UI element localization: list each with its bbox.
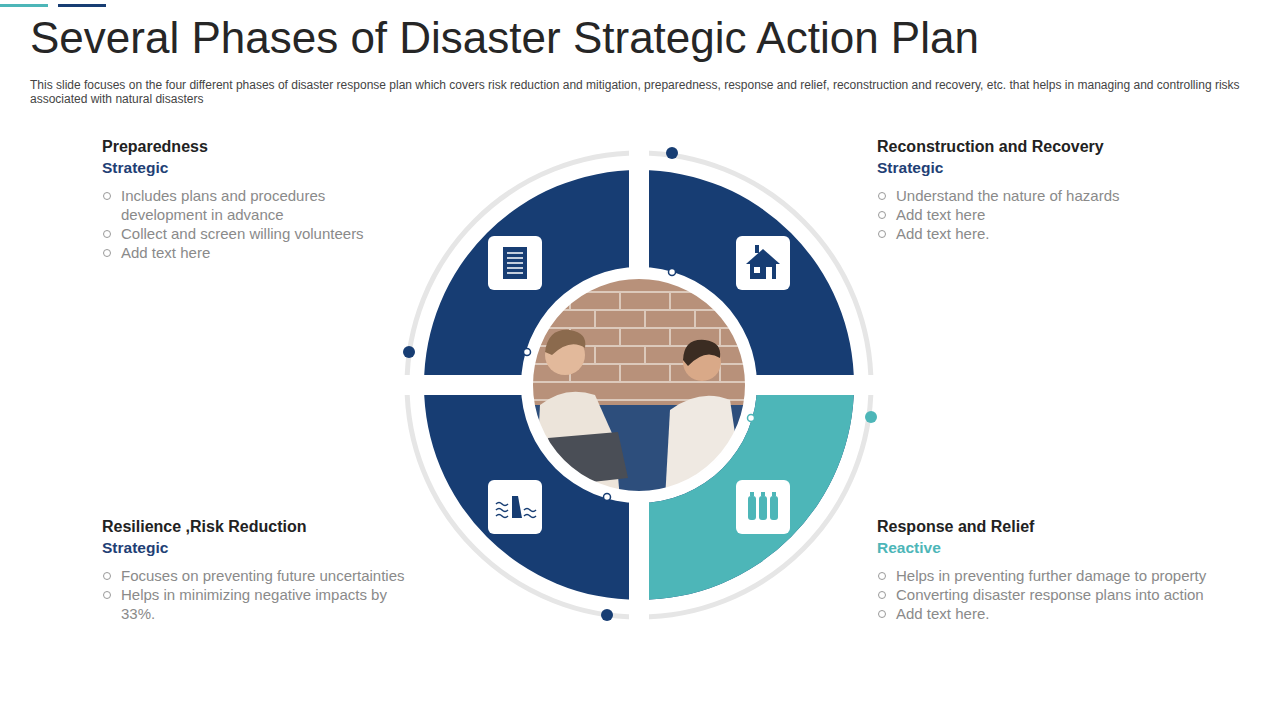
bottles-icon xyxy=(736,480,790,534)
phase-block: Response and ReliefReactiveHelps in prev… xyxy=(877,517,1249,623)
bullet-item: Converting disaster response plans into … xyxy=(877,585,1249,604)
dam-icon xyxy=(488,480,542,534)
photo xyxy=(530,276,750,500)
bullet-item: Includes plans and procedures developmen… xyxy=(102,186,402,224)
slide-title: Several Phases of Disaster Strategic Act… xyxy=(30,12,979,64)
phase-block: Resilience ,Risk ReductionStrategicFocus… xyxy=(102,517,422,623)
slide-caption: This slide focuses on the four different… xyxy=(30,78,1255,106)
ring-segment-teal xyxy=(639,385,854,600)
accent-bar xyxy=(0,4,48,7)
bullet-item: Add text here xyxy=(877,205,1177,224)
house-icon xyxy=(736,236,790,290)
bullet-item: Add text here xyxy=(102,243,402,262)
phase-type: Strategic xyxy=(102,157,402,178)
ring-dot xyxy=(601,609,613,621)
person-left-hair xyxy=(545,330,585,355)
person-right-hair xyxy=(683,340,720,366)
bullet-item: Understand the nature of hazards xyxy=(877,186,1177,205)
ring-marker xyxy=(669,269,676,276)
phase-heading: Resilience ,Risk Reduction xyxy=(102,517,422,537)
phase-type: Reactive xyxy=(877,537,1249,558)
phase-block: PreparednessStrategicIncludes plans and … xyxy=(102,137,402,262)
accent-bar xyxy=(58,4,106,7)
ring-dot xyxy=(666,147,678,159)
ring-marker xyxy=(604,494,611,501)
laptop xyxy=(548,432,628,486)
photo-border xyxy=(532,278,746,492)
document-icon xyxy=(488,236,542,290)
bullet-item: Helps in minimizing negative impacts by … xyxy=(102,585,422,623)
ring-marker xyxy=(748,415,755,422)
phase-heading: Reconstruction and Recovery xyxy=(877,137,1177,157)
phase-type: Strategic xyxy=(102,537,422,558)
brick-lines xyxy=(530,292,750,400)
bullet-item: Collect and screen willing volunteers xyxy=(102,224,402,243)
phase-heading: Response and Relief xyxy=(877,517,1249,537)
bullet-item: Add text here. xyxy=(877,604,1249,623)
ring-marker xyxy=(524,349,531,356)
bullet-item: Add text here. xyxy=(877,224,1177,243)
phase-block: Reconstruction and RecoveryStrategicUnde… xyxy=(877,137,1177,243)
bullet-item: Helps in preventing further damage to pr… xyxy=(877,566,1249,585)
bullet-item: Focuses on preventing future uncertainti… xyxy=(102,566,422,585)
phase-type: Strategic xyxy=(877,157,1177,178)
phase-heading: Preparedness xyxy=(102,137,402,157)
ring-dot xyxy=(403,346,415,358)
ring-dot xyxy=(865,411,877,423)
